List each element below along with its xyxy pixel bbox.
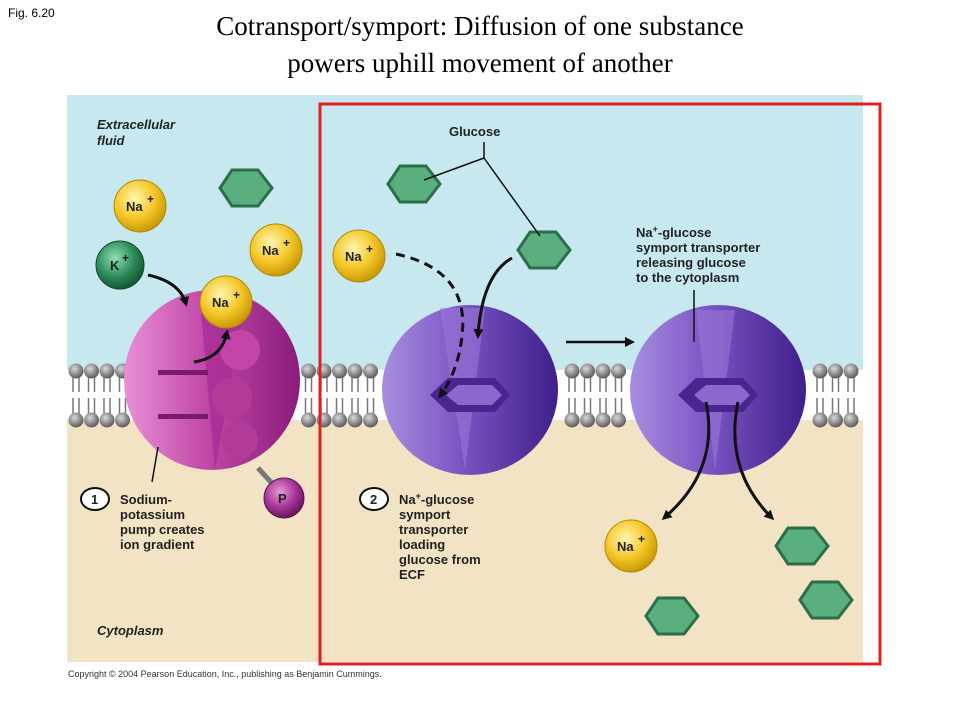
svg-text:glucose from: glucose from: [399, 552, 481, 567]
svg-text:K: K: [110, 258, 120, 273]
svg-text:releasing glucose: releasing glucose: [636, 255, 746, 270]
svg-text:Na: Na: [126, 199, 143, 214]
svg-text:Na: Na: [345, 249, 362, 264]
sodium-exit-arrow: [193, 329, 231, 364]
svg-text:Na: Na: [617, 539, 634, 554]
figure-label: Fig. 6.20: [8, 6, 55, 20]
svg-text:to the cytoplasm: to the cytoplasm: [636, 270, 739, 285]
svg-text:Sodium-: Sodium-: [120, 492, 172, 507]
sodium-release-arrow: [661, 401, 711, 520]
svg-text:+: +: [283, 236, 290, 250]
releasing-label: Na+-glucose symport transporter releasin…: [636, 224, 760, 285]
glucose-molecule: [774, 526, 830, 566]
svg-text:P: P: [278, 491, 287, 506]
glucose-entry-arrow: [473, 256, 513, 339]
svg-text:+: +: [233, 288, 240, 302]
sodium-dashed-arrow: [395, 252, 465, 399]
step-1-label: 1 Sodium- potassium pump creates ion gra…: [80, 487, 205, 552]
title-line-1: Cotransport/symport: Diffusion of one su…: [216, 11, 744, 41]
svg-text:pump creates: pump creates: [120, 522, 205, 537]
phosphate-group: P: [263, 477, 305, 519]
svg-text:ECF: ECF: [399, 567, 425, 582]
svg-text:+: +: [147, 192, 154, 206]
glucose-label: Glucose: [449, 124, 500, 139]
glucose-release-arrow: [733, 401, 775, 521]
sodium-ion: Na +: [604, 519, 658, 573]
extracellular-label-2: fluid: [97, 133, 125, 148]
svg-text:Na+-glucose: Na+-glucose: [636, 224, 711, 240]
svg-text:ion gradient: ion gradient: [120, 537, 195, 552]
sodium-ion: Na +: [113, 179, 167, 233]
svg-text:Na: Na: [212, 295, 229, 310]
glucose-molecule: [516, 230, 572, 270]
svg-text:symport: symport: [399, 507, 451, 522]
svg-text:symport transporter: symport transporter: [636, 240, 760, 255]
svg-text:1: 1: [91, 492, 98, 507]
cytoplasm-label: Cytoplasm: [97, 623, 164, 638]
svg-text:transporter: transporter: [399, 522, 468, 537]
svg-text:potassium: potassium: [120, 507, 185, 522]
glucose-leader-lines: [423, 142, 541, 237]
symporter-releasing: [630, 305, 806, 475]
pump-leader-line: [151, 446, 159, 483]
potassium-ion: K +: [95, 240, 145, 290]
glucose-molecule: [218, 168, 274, 208]
glucose-molecule: [798, 580, 854, 620]
svg-text:loading: loading: [399, 537, 445, 552]
step-2-label: 2 Na+-glucose symport transporter loadin…: [359, 487, 481, 582]
title-line-2: powers uphill movement of another: [287, 48, 673, 78]
svg-text:Na+-glucose: Na+-glucose: [399, 491, 474, 507]
svg-text:+: +: [366, 242, 373, 256]
membrane-bilayer: [68, 363, 859, 428]
potassium-entry-arrow: [147, 273, 189, 307]
sodium-ion: Na +: [199, 275, 253, 329]
glucose-molecule: [386, 164, 442, 204]
glucose-molecule: [644, 596, 700, 636]
sodium-potassium-pump: [124, 290, 300, 494]
symporter-loading: [382, 305, 558, 475]
svg-text:+: +: [638, 532, 645, 546]
highlight-box: [318, 102, 882, 666]
copyright-notice: Copyright © 2004 Pearson Education, Inc.…: [68, 669, 382, 679]
sodium-ion: Na +: [332, 229, 386, 283]
svg-text:2: 2: [370, 492, 377, 507]
svg-text:Na: Na: [262, 243, 279, 258]
sodium-ion: Na +: [249, 223, 303, 277]
extracellular-label-1: Extracellular: [97, 117, 176, 132]
slide-title: Cotransport/symport: Diffusion of one su…: [0, 8, 960, 82]
svg-text:+: +: [122, 251, 129, 265]
